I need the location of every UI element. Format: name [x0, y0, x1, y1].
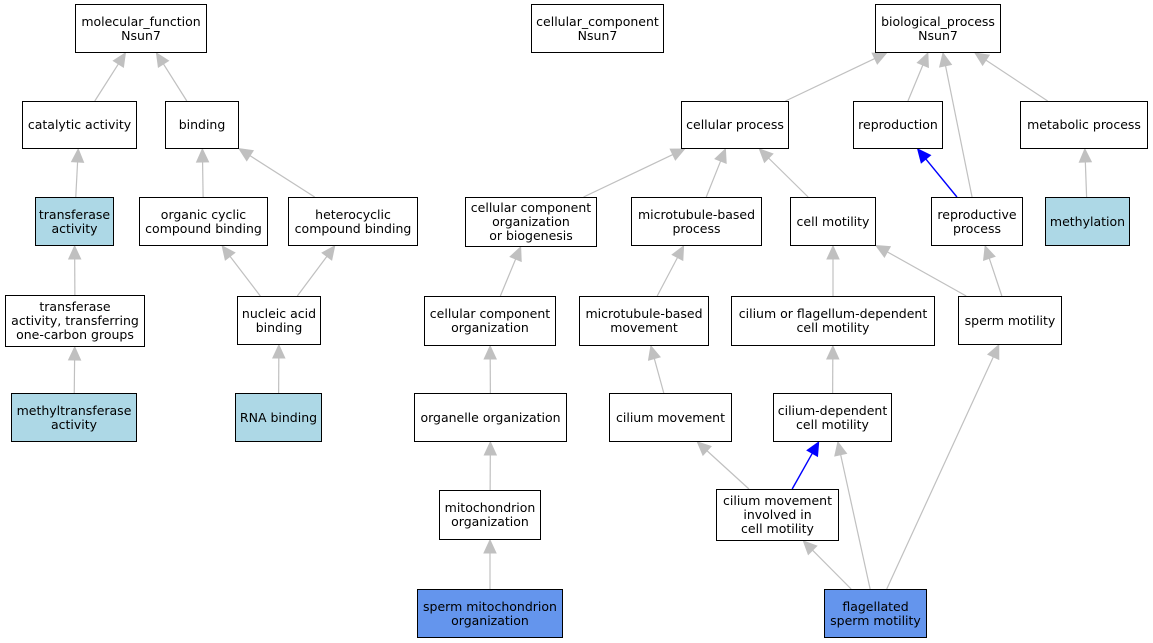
edge-cilium-movement-to-mt-movement-arrowhead: [647, 344, 661, 361]
node-cilium-or-flagellum-dependent-cell-motility: cilium or flagellum-dependent cell motil…: [731, 296, 935, 346]
edge-cellular-process-to-bp-root: [785, 58, 875, 102]
edge-sperm-motility-to-reproductive-process: [988, 258, 1003, 297]
edge-organic-cyclic-to-binding-arrowhead: [195, 147, 210, 163]
edge-reproductive-process-to-reproduction-arrowhead: [916, 148, 932, 164]
edge-sperm-mito-org-to-mito-org-arrowhead: [483, 538, 497, 554]
node-cc-organization: cellular component organization: [424, 296, 556, 346]
edge-organic-cyclic-to-binding: [201, 161, 204, 198]
edge-mt-movement-to-mt-process-arrowhead: [671, 244, 685, 262]
node-microtubule-based-movement: microtubule-based movement: [579, 296, 709, 346]
edge-cc-org-to-cc-org-biogenesis: [499, 258, 517, 297]
edge-flagellated-sperm-to-cilium-dep-motility: [840, 454, 871, 590]
edge-transferase-to-catalytic-arrowhead: [70, 147, 85, 163]
edge-cilium-flag-motility-to-cell-motility-arrowhead: [826, 244, 840, 260]
node-reproductive-process: reproductive process: [931, 197, 1023, 246]
edge-cilium-dep-motility-to-cilium-flag-motility-arrowhead: [826, 344, 840, 360]
edge-nucleic-acid-to-heterocyclic-arrowhead: [321, 245, 336, 261]
node-microtubule-based-process: microtubule-based process: [631, 197, 762, 246]
edge-binding-to-mf-root-arrowhead: [155, 51, 170, 69]
node-nucleic-acid-binding: nucleic acid binding: [237, 296, 321, 345]
edge-catalytic-to-mf-root: [94, 63, 119, 102]
edge-nucleic-acid-to-organic-cyclic: [229, 255, 261, 297]
edge-sperm-motility-to-reproductive-process-arrowhead: [983, 244, 996, 261]
edge-transferase-to-catalytic: [75, 161, 79, 198]
node-cellular-process: cellular process: [681, 101, 789, 149]
edge-heterocyclic-to-binding: [249, 155, 315, 198]
node-transferase-one-carbon: transferase activity, transferring one-c…: [5, 295, 145, 347]
node-heterocyclic-compound-binding: heterocyclic compound binding: [288, 197, 418, 246]
edge-transferase-one-carbon-to-transferase-arrowhead: [67, 244, 82, 260]
edge-cilium-movement-to-mt-movement: [653, 358, 665, 394]
node-cc-organization-or-biogenesis: cellular component organization or bioge…: [465, 197, 597, 247]
edge-cellular-process-to-bp-root-arrowhead: [871, 52, 888, 65]
edge-reproduction-to-bp-root-arrowhead: [916, 51, 929, 69]
edge-nucleic-acid-to-organic-cyclic-arrowhead: [221, 245, 236, 261]
edge-reproductive-process-to-bp-root: [944, 65, 973, 198]
edge-cc-org-biogenesis-to-cellular-process: [583, 154, 674, 198]
edge-mt-process-to-cellular-process: [705, 160, 722, 198]
edge-cilium-movement-involved-to-cilium-dep-motility-arrowhead: [806, 440, 820, 458]
edge-organelle-org-to-cc-org-arrowhead: [483, 344, 497, 360]
edge-catalytic-to-mf-root-arrowhead: [112, 51, 127, 69]
edge-methylation-to-metabolic-arrowhead: [1078, 147, 1093, 163]
edge-cilium-movement-involved-to-cilium-movement-arrowhead: [696, 441, 712, 457]
edge-cell-motility-to-cellular-process: [768, 157, 809, 198]
edge-metabolic-to-bp-root-arrowhead: [974, 52, 991, 67]
edge-cc-org-to-cc-org-biogenesis-arrowhead: [509, 245, 522, 263]
node-mitochondrion-organization: mitochondrion organization: [439, 490, 541, 540]
edge-binding-to-mf-root: [162, 63, 188, 102]
edge-mt-movement-to-mt-process: [656, 257, 679, 297]
edge-mito-org-to-organelle-org-arrowhead: [483, 440, 498, 456]
edge-reproduction-to-bp-root: [907, 64, 924, 102]
edge-cc-org-biogenesis-to-cellular-process-arrowhead: [669, 148, 686, 161]
edge-flagellated-sperm-to-cilium-movement-involved-arrowhead: [802, 540, 818, 556]
node-catalytic-activity: catalytic activity: [22, 101, 137, 149]
node-organelle-organization: organelle organization: [414, 393, 567, 442]
node-transferase-activity: transferase activity: [35, 197, 114, 246]
edge-heterocyclic-to-binding-arrowhead: [237, 148, 255, 162]
edge-rna-binding-to-nucleic-acid-arrowhead: [272, 343, 286, 359]
edge-flagellated-sperm-to-cilium-dep-motility-arrowhead: [834, 440, 848, 457]
node-reproduction: reproduction: [853, 101, 943, 149]
node-binding: binding: [165, 101, 239, 149]
edge-metabolic-to-bp-root: [985, 59, 1049, 102]
edge-reproductive-process-to-bp-root-arrowhead: [938, 51, 953, 68]
edge-reproductive-process-to-reproduction: [925, 158, 958, 198]
node-cilium-movement-involved-in-cell-motility: cilium movement involved in cell motilit…: [716, 489, 839, 541]
node-bp-root: biological_process Nsun7: [875, 4, 1001, 53]
node-cc-root: cellular_component Nsun7: [531, 4, 664, 53]
node-flagellated-sperm-motility: flagellated sperm motility: [824, 589, 927, 638]
node-sperm-motility: sperm motility: [958, 296, 1062, 345]
node-cilium-movement: cilium movement: [609, 393, 732, 442]
edge-cilium-movement-involved-to-cilium-movement: [706, 450, 750, 490]
edge-methylation-to-metabolic: [1084, 161, 1088, 198]
edge-methyltransferase-to-transferase-one-carbon-arrowhead: [67, 345, 82, 361]
edge-cell-motility-to-cellular-process-arrowhead: [758, 148, 774, 164]
node-methylation: methylation: [1045, 197, 1130, 246]
node-cell-motility: cell motility: [790, 197, 876, 246]
edge-flagellated-sperm-to-sperm-motility-arrowhead: [986, 343, 1000, 361]
edge-cilium-movement-involved-to-cilium-dep-motility: [791, 452, 813, 490]
node-organic-cyclic-compound-binding: organic cyclic compound binding: [139, 197, 268, 246]
edge-flagellated-sperm-to-cilium-movement-involved: [812, 549, 852, 590]
node-mf-root: molecular_function Nsun7: [75, 4, 207, 53]
edge-nucleic-acid-to-heterocyclic: [296, 256, 328, 297]
edge-mt-process-to-cellular-process-arrowhead: [714, 147, 727, 165]
node-metabolic-process: metabolic process: [1020, 101, 1148, 149]
node-rna-binding: RNA binding: [235, 393, 322, 442]
edge-sperm-motility-to-cell-motility-arrowhead: [874, 244, 892, 259]
node-methyltransferase-activity: methyltransferase activity: [11, 393, 137, 442]
edge-flagellated-sperm-to-sperm-motility: [886, 356, 994, 590]
node-sperm-mitochondrion-organization: sperm mitochondrion organization: [417, 589, 563, 638]
node-cilium-dependent-cell-motility: cilium-dependent cell motility: [773, 393, 892, 442]
edge-sperm-motility-to-cell-motility: [887, 251, 967, 297]
